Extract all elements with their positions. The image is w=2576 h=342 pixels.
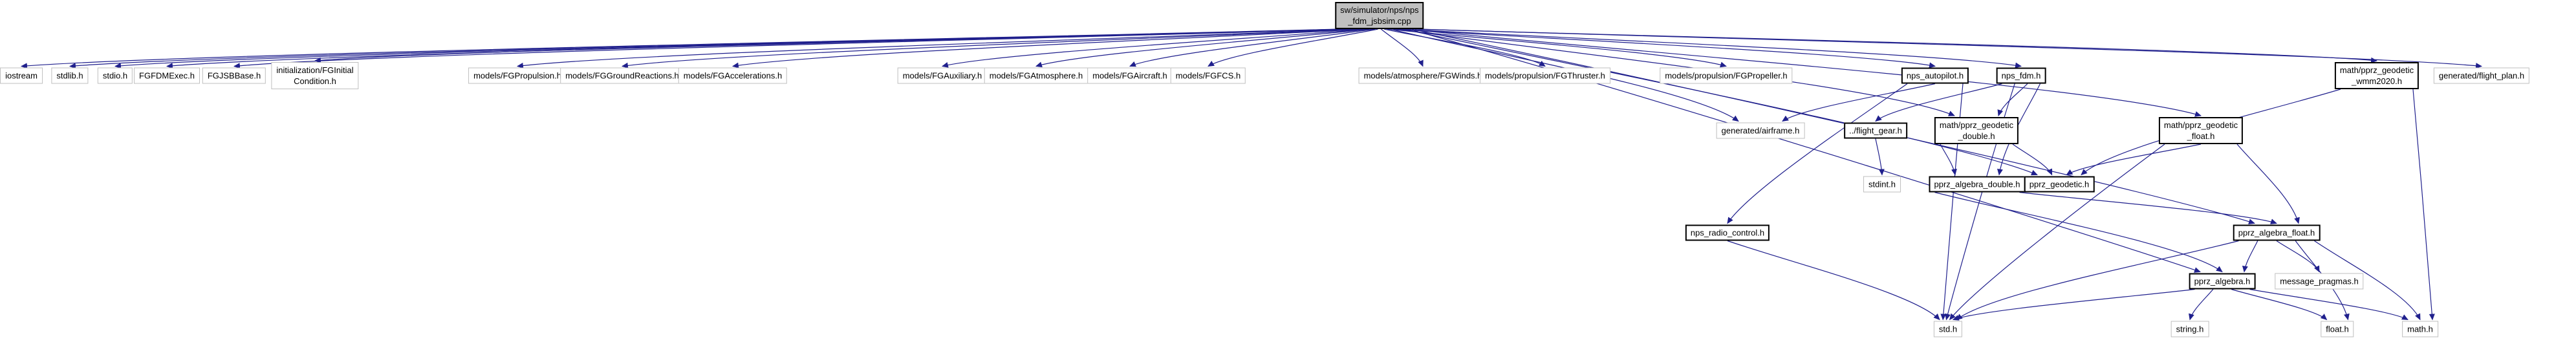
graph-node-fgfcs: models/FGFCS.h	[1170, 67, 1246, 84]
include-edge-alg_double-to-algebra	[1934, 191, 2223, 273]
graph-node-fgwinds: models/atmosphere/FGWinds.h	[1358, 67, 1488, 84]
graph-node-stdint: stdint.h	[1863, 176, 1901, 193]
include-edge-geod_float-to-alg_float	[2236, 144, 2300, 224]
include-edge-nps_autopilot-to-std	[1940, 83, 1964, 321]
include-edge-algebra-to-float	[2231, 288, 2328, 321]
include-edge-nps_fdm-to-geod_double	[1997, 83, 2028, 116]
include-edge-nps_autopilot-to-airframe	[1782, 83, 1936, 122]
include-edge-root-to-flight_plan	[1418, 28, 2482, 69]
include-edge-root-to-geod_float	[1405, 28, 2202, 117]
include-edge-root-to-fgatmosphere	[1035, 28, 1372, 68]
graph-node-stdlib: stdlib.h	[51, 67, 89, 84]
graph-node-math: math.h	[2402, 321, 2438, 337]
graph-node-fgauxiliary: models/FGAuxiliary.h	[897, 67, 988, 84]
graph-node-algebra[interactable]: pprz_algebra.h	[2189, 273, 2256, 290]
graph-node-float: float.h	[2321, 321, 2354, 337]
include-edge-alg_float-to-msg_pragmas	[2276, 240, 2320, 273]
include-edge-alg_float-to-algebra	[2242, 240, 2258, 273]
graph-node-fgatmosphere: models/FGAtmosphere.h	[984, 67, 1088, 84]
graph-node-fginitcond: initialization/FGInitial Condition.h	[271, 62, 359, 89]
include-edge-nps_autopilot-to-radio_control	[1727, 83, 1908, 224]
include-edge-root-to-algebra	[1409, 28, 2201, 273]
include-edge-alg_double-to-alg_float	[2019, 191, 2277, 224]
graph-node-fgfdmexec: FGFDMExec.h	[134, 67, 200, 84]
graph-node-string: string.h	[2170, 321, 2209, 337]
graph-node-fgpropulsion: models/FGPropulsion.h	[468, 67, 567, 84]
include-edge-root-to-fgpropeller	[1387, 28, 1727, 68]
include-edge-root-to-fgauxiliary	[942, 28, 1369, 68]
include-edge-root-to-geodetic	[1402, 28, 2038, 176]
include-edge-root-to-nps_autopilot	[1393, 28, 1936, 69]
include-edge-root-to-alg_float	[1411, 28, 2255, 225]
include-edge-root-to-fginitcond	[314, 28, 1357, 63]
graph-node-flight_gear[interactable]: ../flight_gear.h	[1844, 122, 1907, 139]
include-edge-geod_float-to-std	[1949, 144, 2165, 321]
include-edge-geod_float-to-geodetic	[2066, 144, 2202, 176]
include-edge-root-to-fgjsbbase	[233, 28, 1354, 69]
include-edge-alg_float-to-math	[2314, 240, 2421, 321]
include-edge-root-to-fgpropulsion	[517, 28, 1360, 69]
graph-node-std: std.h	[1933, 321, 1963, 337]
graph-node-flight_plan: generated/flight_plan.h	[2433, 67, 2530, 84]
graph-node-radio_control[interactable]: nps_radio_control.h	[1685, 224, 1770, 241]
graph-node-fgaccelerations: models/FGAccelerations.h	[678, 67, 788, 84]
graph-node-geod_double[interactable]: math/pprz_geodetic _double.h	[1934, 117, 2019, 144]
include-edge-nps_fdm-to-flight_gear	[1875, 83, 2002, 122]
include-edge-root-to-fgwinds	[1381, 28, 1423, 67]
include-edge-nps_fdm-to-std	[1945, 83, 2015, 321]
include-edge-alg_float-to-std	[1956, 240, 2239, 321]
include-edge-root-to-fggroundreactions	[622, 28, 1363, 69]
graph-node-root: sw/simulator/nps/nps _fdm_jsbsim.cpp	[1335, 2, 1424, 29]
include-edge-algebra-to-math	[2249, 288, 2408, 321]
graph-node-alg_float[interactable]: pprz_algebra_float.h	[2233, 224, 2321, 241]
graph-node-nps_fdm[interactable]: nps_fdm.h	[1996, 67, 2046, 84]
graph-node-fgpropeller: models/propulsion/FGPropeller.h	[1660, 67, 1793, 84]
include-edge-wmm2020-to-math	[2412, 89, 2435, 321]
graph-node-fgaircraft: models/FGAircraft.h	[1087, 67, 1173, 84]
graph-node-stdio: stdio.h	[97, 67, 133, 84]
graph-node-fggroundreactions: models/FGGroundReactions.h	[560, 67, 684, 84]
graph-node-fgthruster: models/propulsion/FGThruster.h	[1480, 67, 1610, 84]
include-edge-geod_double-to-geodetic	[2012, 144, 2053, 176]
graph-node-iostream: iostream	[0, 67, 43, 84]
include-edge-algebra-to-std	[1952, 288, 2195, 321]
include-edge-root-to-fgfcs	[1207, 28, 1378, 67]
graph-node-geod_float[interactable]: math/pprz_geodetic _float.h	[2158, 117, 2244, 144]
include-edge-radio_control-to-std	[1727, 240, 1940, 321]
include-edge-root-to-nps_fdm	[1399, 28, 2022, 69]
include-edge-flight_gear-to-stdint	[1875, 138, 1885, 176]
graph-node-geodetic[interactable]: pprz_geodetic.h	[2024, 176, 2095, 193]
graph-node-fgjsbbase: FGJSBBase.h	[202, 67, 266, 84]
graph-node-msg_pragmas: message_pragmas.h	[2275, 273, 2364, 290]
include-edge-root-to-fgaccelerations	[732, 28, 1366, 69]
include-edge-geod_double-to-alg_double	[1940, 144, 1957, 176]
include-edge-root-to-fgaircraft	[1129, 28, 1375, 67]
include-edge-algebra-to-string	[2189, 289, 2214, 321]
graph-node-wmm2020[interactable]: math/pprz_geodetic _wmm2020.h	[2334, 62, 2419, 89]
graph-node-alg_double[interactable]: pprz_algebra_double.h	[1929, 176, 2026, 193]
graph-node-airframe: generated/airframe.h	[1716, 122, 1805, 139]
graph-node-nps_autopilot[interactable]: nps_autopilot.h	[1901, 67, 1969, 84]
